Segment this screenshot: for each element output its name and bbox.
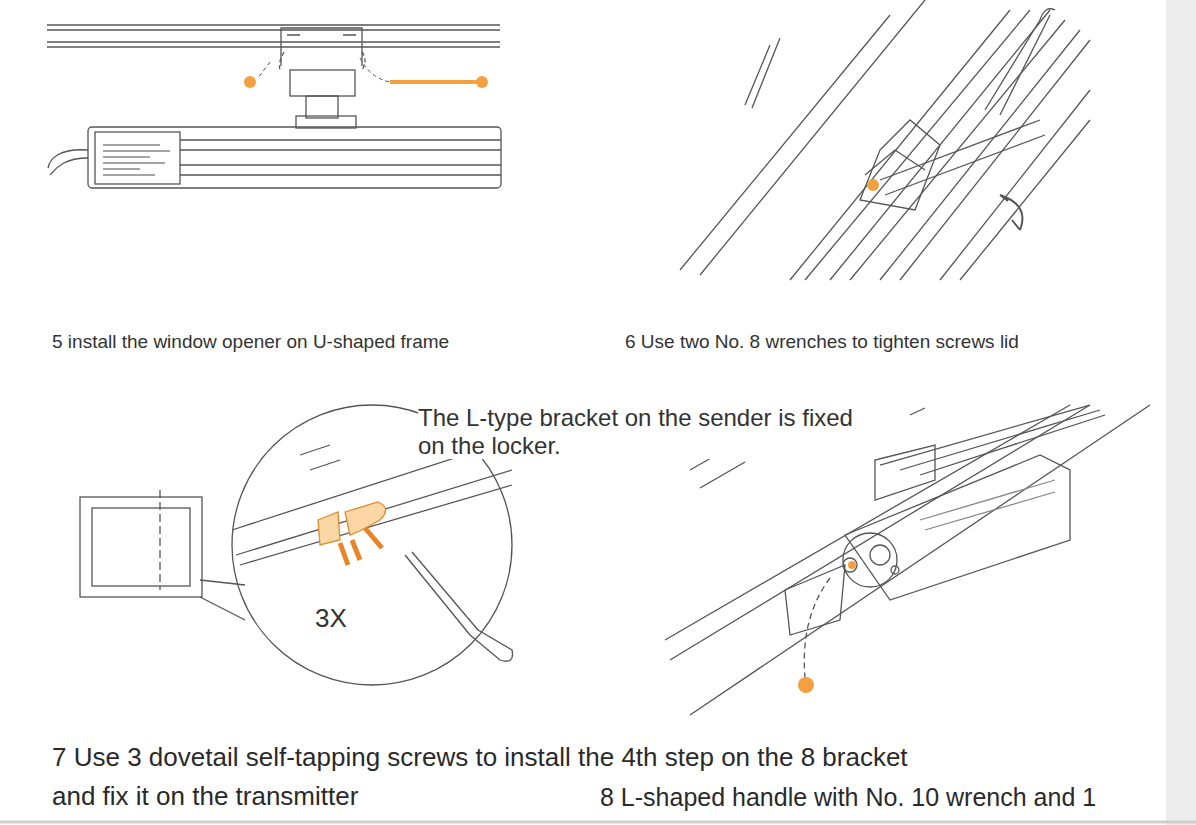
callout-number: 3X [315,604,347,634]
note-text: The L-type bracket on the sender is fixe… [418,404,878,459]
step-caption: 5 install the window opener on U-shaped … [52,331,462,353]
step-caption: 6 Use two No. 8 wrenches to tighten scre… [625,331,1019,353]
step-caption: 8 L-shaped handle with No. 10 wrench and… [600,779,1096,817]
